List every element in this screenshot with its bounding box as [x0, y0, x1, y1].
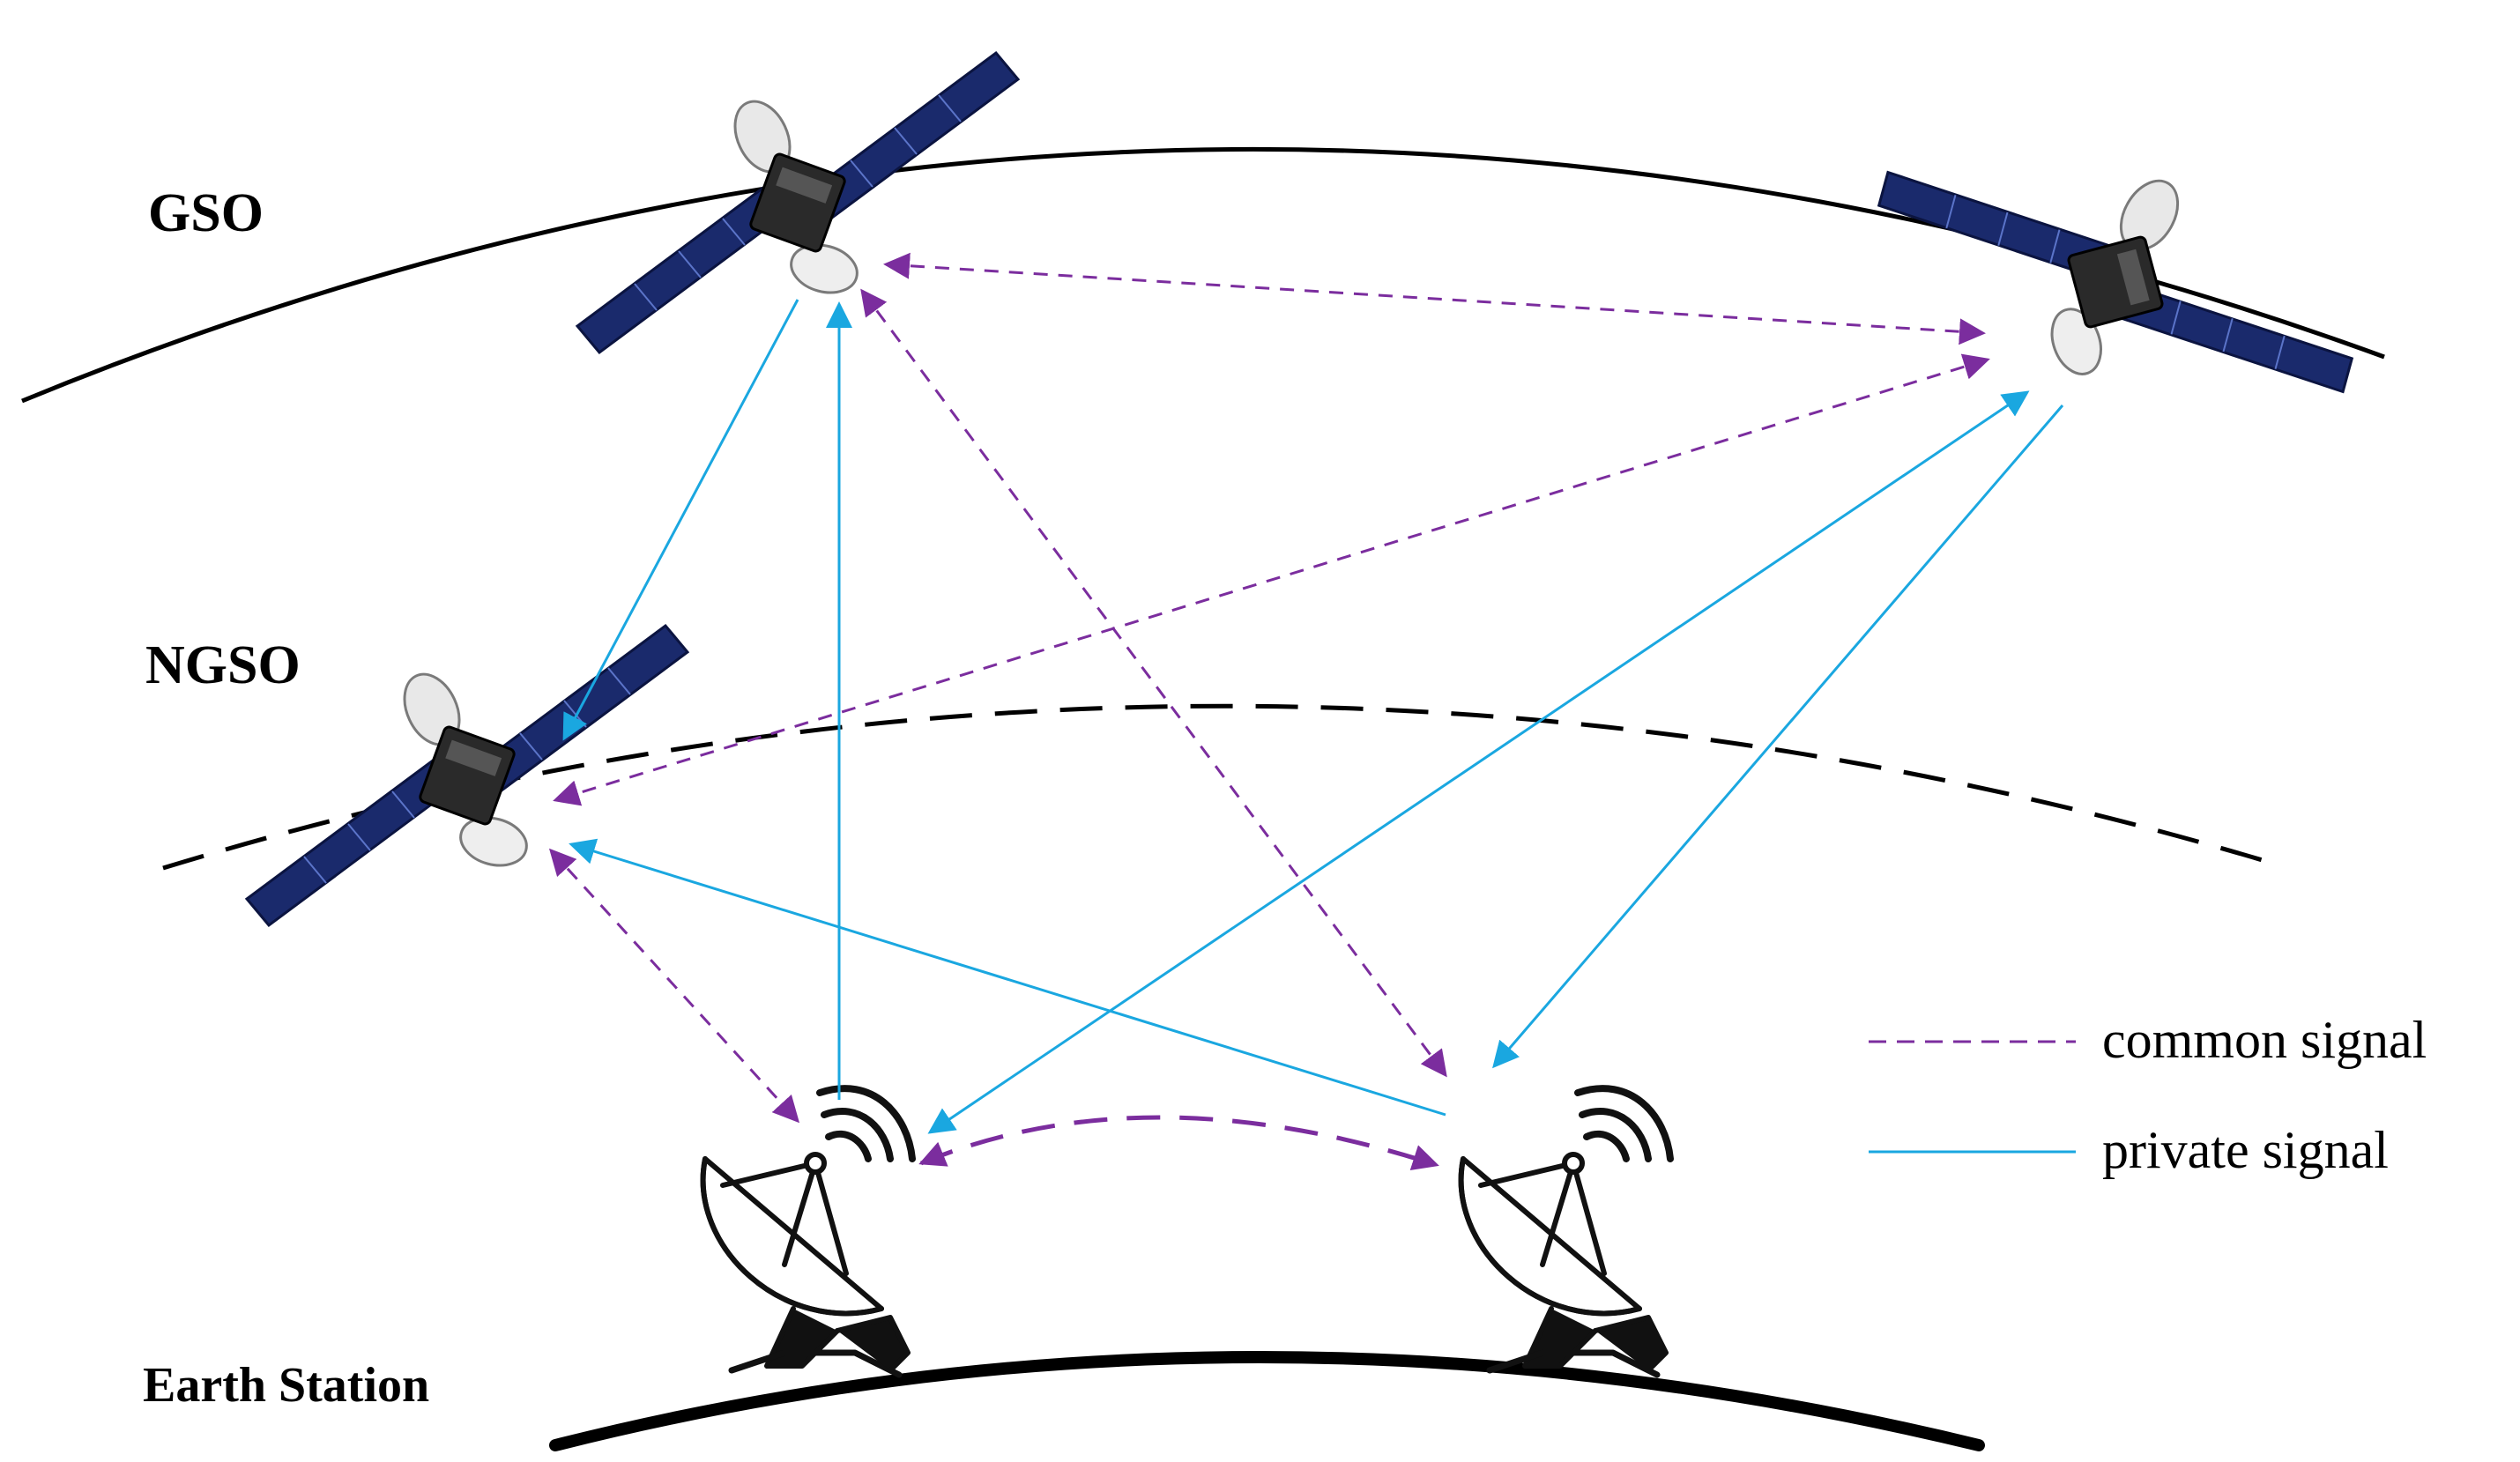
common-signal-gso-es2: [860, 288, 1447, 1078]
ngso-label: NGSO: [145, 635, 301, 695]
earth-station-label: Earth Station: [143, 1358, 429, 1413]
private-signal-es1-gso-right: [927, 390, 2030, 1134]
earth-surface: [549, 1351, 1985, 1451]
common-signal-es1-es2: [918, 1115, 1439, 1170]
gso-orbit: [21, 146, 2385, 404]
legend: common signal private signal: [1869, 1011, 2427, 1179]
satellite-dish-icon: [703, 1088, 912, 1375]
legend-common-label: common signal: [2102, 1011, 2427, 1069]
legend-private-label: private signal: [2102, 1121, 2389, 1179]
satellite-dish-icon: [1461, 1088, 1670, 1375]
private-signal-gso-right-es2: [1492, 404, 2064, 1069]
gso-label: GSO: [148, 183, 264, 243]
satellite-icon: [576, 51, 1020, 354]
gso-satellite-left: [576, 51, 1020, 354]
earth-station-right: [1461, 1088, 1670, 1375]
private-signal-es2-ngso: [569, 838, 1446, 1117]
ngso-satellite: [245, 624, 689, 927]
common-signal-ngso-es1: [548, 848, 800, 1124]
earth-station-left: [703, 1088, 912, 1375]
satellite-icon: [1864, 14, 2367, 550]
common-signal-gso-gso: [883, 252, 1986, 345]
gso-satellite-right: [1864, 14, 2367, 550]
satellite-icon: [245, 624, 689, 927]
private-signal-gso-ngso: [562, 299, 799, 741]
